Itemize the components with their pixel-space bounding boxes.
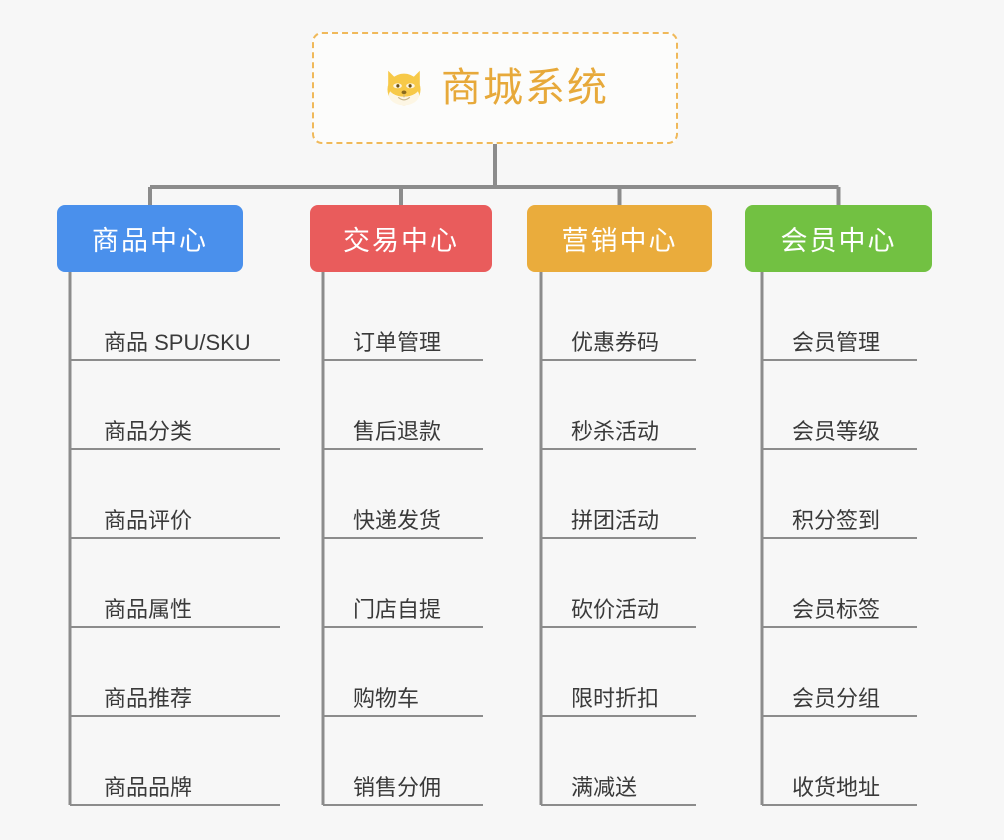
item-label: 商品推荐 (104, 685, 193, 711)
category-box-4[interactable]: 会员中心 (745, 205, 932, 272)
item-underline (762, 359, 917, 361)
category-item-list-4: 会员管理会员等级积分签到会员标签会员分组收货地址 (762, 272, 932, 806)
list-item[interactable]: 商品 SPU/SKU (70, 272, 280, 361)
list-item[interactable]: 商品分类 (70, 361, 280, 450)
list-item[interactable]: 订单管理 (323, 272, 492, 361)
item-underline (323, 626, 483, 628)
item-underline (70, 804, 280, 806)
item-underline (541, 804, 696, 806)
category-item-list-2: 订单管理售后退款快递发货门店自提购物车销售分佣 (323, 272, 492, 806)
item-underline (70, 537, 280, 539)
item-label: 商品分类 (104, 418, 193, 444)
category-column-2: 交易中心订单管理售后退款快递发货门店自提购物车销售分佣 (310, 205, 492, 806)
list-item[interactable]: 快递发货 (323, 450, 492, 539)
item-label: 销售分佣 (353, 774, 442, 800)
category-title: 商品中心 (92, 226, 208, 256)
item-label: 满减送 (571, 774, 638, 800)
item-underline (323, 448, 483, 450)
list-item[interactable]: 商品属性 (70, 539, 280, 628)
list-item[interactable]: 商品推荐 (70, 628, 280, 717)
category-box-3[interactable]: 营销中心 (527, 205, 712, 272)
category-box-1[interactable]: 商品中心 (57, 205, 243, 272)
item-underline (541, 448, 696, 450)
item-label: 商品评价 (104, 507, 193, 533)
item-label: 优惠券码 (571, 329, 660, 355)
list-item[interactable]: 商品评价 (70, 450, 280, 539)
category-item-list-1: 商品 SPU/SKU 商品分类商品评价商品属性商品推荐商品品牌 (70, 272, 280, 806)
item-label: 会员等级 (792, 418, 881, 444)
item-underline (541, 359, 696, 361)
item-underline (762, 626, 917, 628)
category-column-1: 商品中心商品 SPU/SKU 商品分类商品评价商品属性商品推荐商品品牌 (57, 205, 280, 806)
item-underline (541, 626, 696, 628)
item-label: 门店自提 (353, 596, 442, 622)
item-label: 会员标签 (792, 596, 881, 622)
item-underline (323, 359, 483, 361)
item-label: 限时折扣 (571, 685, 660, 711)
item-underline (762, 804, 917, 806)
item-label: 快递发货 (353, 507, 442, 533)
list-item[interactable]: 售后退款 (323, 361, 492, 450)
category-title: 营销中心 (561, 226, 678, 256)
item-label: 订单管理 (353, 329, 442, 355)
list-item[interactable]: 会员分组 (762, 628, 932, 717)
list-item[interactable]: 秒杀活动 (541, 361, 712, 450)
category-item-list-3: 优惠券码秒杀活动拼团活动砍价活动限时折扣满减送 (541, 272, 712, 806)
list-item[interactable]: 满减送 (541, 717, 712, 806)
category-column-4: 会员中心会员管理会员等级积分签到会员标签会员分组收货地址 (745, 205, 932, 806)
list-item[interactable]: 会员标签 (762, 539, 932, 628)
item-label: 商品品牌 (104, 774, 193, 800)
item-label: 拼团活动 (571, 507, 660, 533)
item-underline (323, 537, 483, 539)
item-underline (762, 715, 917, 717)
item-underline (70, 359, 280, 361)
list-item[interactable]: 拼团活动 (541, 450, 712, 539)
list-item[interactable]: 商品品牌 (70, 717, 280, 806)
shiba-dog-face-icon (387, 70, 421, 106)
item-label: 秒杀活动 (571, 418, 660, 444)
item-underline (762, 537, 917, 539)
item-underline (70, 626, 280, 628)
item-label: 会员管理 (792, 329, 881, 355)
item-label: 商品属性 (104, 596, 193, 622)
list-item[interactable]: 砍价活动 (541, 539, 712, 628)
item-label: 会员分组 (792, 685, 881, 711)
item-underline (323, 715, 483, 717)
item-underline (323, 804, 483, 806)
item-underline (541, 715, 696, 717)
list-item[interactable]: 优惠券码 (541, 272, 712, 361)
list-item[interactable]: 会员管理 (762, 272, 932, 361)
root-node[interactable]: 商城系统 (312, 32, 678, 144)
category-column-3: 营销中心优惠券码秒杀活动拼团活动砍价活动限时折扣满减送 (527, 205, 712, 806)
item-underline (70, 448, 280, 450)
item-label: 购物车 (353, 685, 420, 711)
item-underline (541, 537, 696, 539)
item-underline (762, 448, 917, 450)
list-item[interactable]: 门店自提 (323, 539, 492, 628)
list-item[interactable]: 积分签到 (762, 450, 932, 539)
item-label: 积分签到 (792, 507, 881, 533)
item-underline (70, 715, 280, 717)
item-label: 砍价活动 (571, 596, 660, 622)
list-item[interactable]: 会员等级 (762, 361, 932, 450)
category-title: 会员中心 (780, 226, 897, 256)
item-label: 收货地址 (792, 774, 881, 800)
item-label: 商品 SPU/SKU (104, 329, 251, 355)
list-item[interactable]: 限时折扣 (541, 628, 712, 717)
list-item[interactable]: 销售分佣 (323, 717, 492, 806)
list-item[interactable]: 收货地址 (762, 717, 932, 806)
item-label: 售后退款 (353, 418, 442, 444)
category-title: 交易中心 (343, 226, 459, 256)
root-title: 商城系统 (441, 66, 609, 110)
list-item[interactable]: 购物车 (323, 628, 492, 717)
category-box-2[interactable]: 交易中心 (310, 205, 492, 272)
